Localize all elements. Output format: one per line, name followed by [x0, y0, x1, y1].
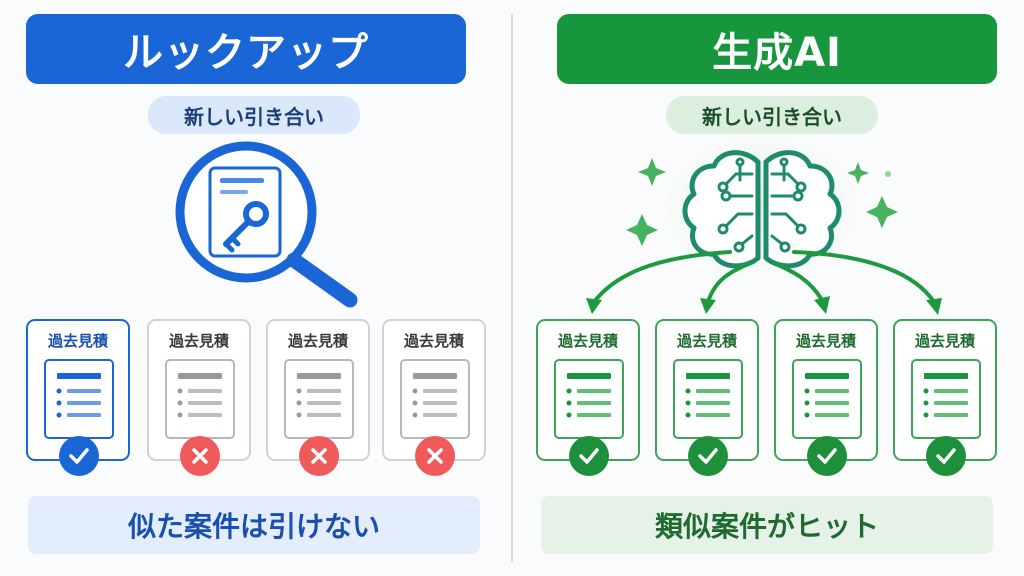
lookup-card-unmatched: 過去見積: [382, 319, 486, 476]
genai-card-label: 過去見積: [795, 332, 856, 350]
lookup-card-label: 過去見積: [168, 332, 229, 350]
document-icon: [44, 359, 114, 439]
genai-result-box: 類似案件がヒット: [541, 496, 993, 554]
x-icon: [415, 436, 455, 476]
lookup-card-label: 過去見積: [47, 332, 108, 350]
lookup-result-text: 似た案件は引けない: [127, 510, 380, 543]
check-icon: [59, 436, 99, 476]
genai-new-inquiry-pill: 新しい引き合い: [666, 96, 878, 134]
document-icon: [554, 359, 624, 439]
document-icon: [673, 359, 743, 439]
genai-card-label: 過去見積: [676, 332, 737, 350]
check-icon: [688, 436, 728, 476]
lookup-card-selected: 過去見積: [26, 319, 130, 476]
lookup-title: ルックアップ: [123, 30, 369, 76]
document-icon: [165, 359, 235, 439]
genai-card-label: 過去見積: [557, 332, 618, 350]
genai-card-matched: 過去見積: [655, 319, 759, 476]
genai-card-matched: 過去見積: [893, 319, 997, 476]
lookup-new-inquiry-pill: 新しい引き合い: [148, 96, 360, 134]
document-icon: [911, 359, 981, 439]
lookup-new-inquiry-label: 新しい引き合い: [184, 104, 324, 129]
lookup-result-box: 似た案件は引けない: [28, 496, 480, 554]
lookup-card-label: 過去見積: [403, 332, 464, 350]
check-icon: [807, 436, 847, 476]
check-icon: [569, 436, 609, 476]
center-divider: [511, 14, 513, 562]
genai-result-text: 類似案件がヒット: [654, 510, 879, 543]
document-icon: [400, 359, 470, 439]
check-icon: [926, 436, 966, 476]
lookup-card-unmatched: 過去見積: [147, 319, 251, 476]
genai-title: 生成AI: [712, 30, 842, 76]
ai-brain-circuit-icon: [586, 140, 942, 315]
lookup-card-unmatched: 過去見積: [266, 319, 370, 476]
document-icon: [284, 359, 354, 439]
lookup-card-label: 過去見積: [287, 332, 348, 350]
lookup-title-banner: ルックアップ: [26, 14, 466, 84]
x-icon: [180, 436, 220, 476]
genai-title-banner: 生成AI: [557, 14, 997, 84]
x-icon: [299, 436, 339, 476]
genai-card-label: 過去見積: [914, 332, 975, 350]
genai-card-matched: 過去見積: [774, 319, 878, 476]
document-icon: [792, 359, 862, 439]
genai-card-matched: 過去見積: [536, 319, 640, 476]
magnifier-key-document-icon: [175, 141, 358, 308]
genai-new-inquiry-label: 新しい引き合い: [702, 104, 842, 129]
